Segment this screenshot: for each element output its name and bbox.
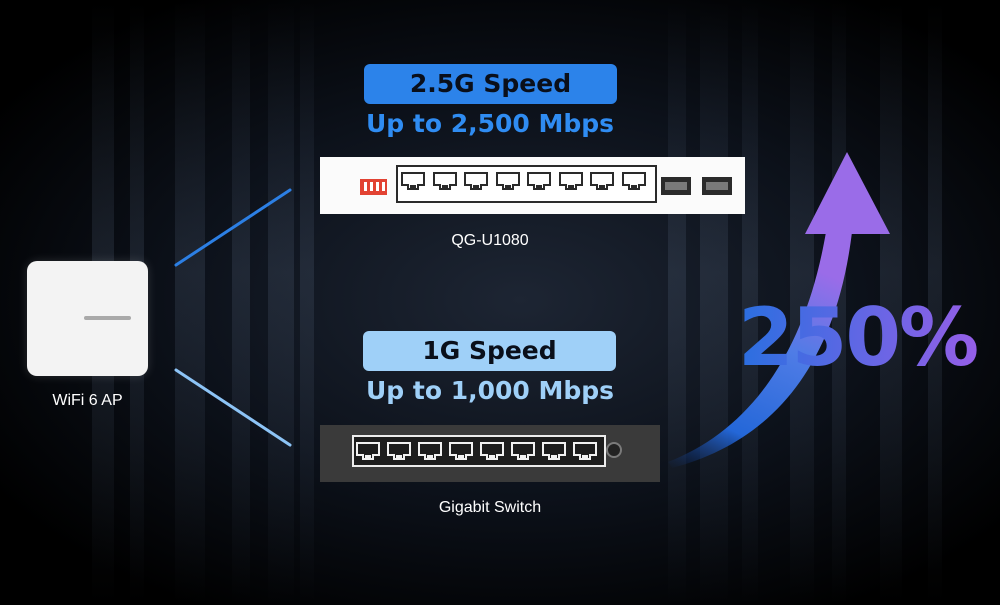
light-streak	[300, 0, 314, 605]
light-streak	[268, 0, 294, 605]
ethernet-port-icon	[510, 441, 536, 463]
light-streak	[880, 0, 902, 605]
ethernet-port-icon	[589, 171, 615, 193]
wifi-ap-device	[27, 261, 148, 376]
speed-subtitle-1g: Up to 1,000 Mbps	[365, 376, 615, 405]
light-streak	[668, 0, 686, 605]
gigabit-switch	[320, 425, 660, 482]
dip-switch-icon	[360, 179, 387, 195]
light-streak	[232, 0, 250, 605]
ethernet-port-icon	[479, 441, 505, 463]
ethernet-port-icon	[495, 171, 521, 193]
arrow-body	[668, 232, 852, 468]
ethernet-port-icon	[448, 441, 474, 463]
light-streak	[700, 0, 728, 605]
model-label-top: QG-U1080	[451, 232, 529, 249]
ap-label: WiFi 6 AP	[52, 392, 123, 409]
connection-line-top	[174, 188, 292, 267]
sfp-port-icon	[661, 177, 691, 195]
ethernet-port-icon	[463, 171, 489, 193]
arrow-head	[805, 152, 890, 234]
speed-badge-1g: 1G Speed	[363, 331, 616, 371]
ethernet-port-icon	[400, 171, 426, 193]
speed-subtitle-2-5g: Up to 2,500 Mbps	[365, 109, 615, 138]
model-label-bottom: Gigabit Switch	[438, 499, 542, 516]
speed-badge-2-5g: 2.5G Speed	[364, 64, 617, 104]
light-streak	[832, 0, 846, 605]
ethernet-port-icon	[541, 441, 567, 463]
light-streak	[175, 0, 205, 605]
ethernet-port-icon	[432, 171, 458, 193]
connection-line-bottom	[174, 368, 292, 447]
speed-gain-value: 250%	[738, 288, 988, 388]
ap-led-indicator	[84, 316, 131, 320]
ethernet-port-icon	[386, 441, 412, 463]
ethernet-port-icon	[355, 441, 381, 463]
light-streak	[742, 0, 758, 605]
qg-u1080-switch	[320, 157, 745, 214]
ethernet-port-icon	[558, 171, 584, 193]
ethernet-port-icon	[621, 171, 647, 193]
sfp-port-icon	[702, 177, 732, 195]
ethernet-port-block	[396, 165, 657, 203]
ethernet-port-icon	[572, 441, 598, 463]
ethernet-port-icon	[417, 441, 443, 463]
dc-power-icon	[606, 442, 622, 458]
light-streak	[928, 0, 942, 605]
ethernet-port-block	[352, 435, 606, 467]
ethernet-port-icon	[526, 171, 552, 193]
